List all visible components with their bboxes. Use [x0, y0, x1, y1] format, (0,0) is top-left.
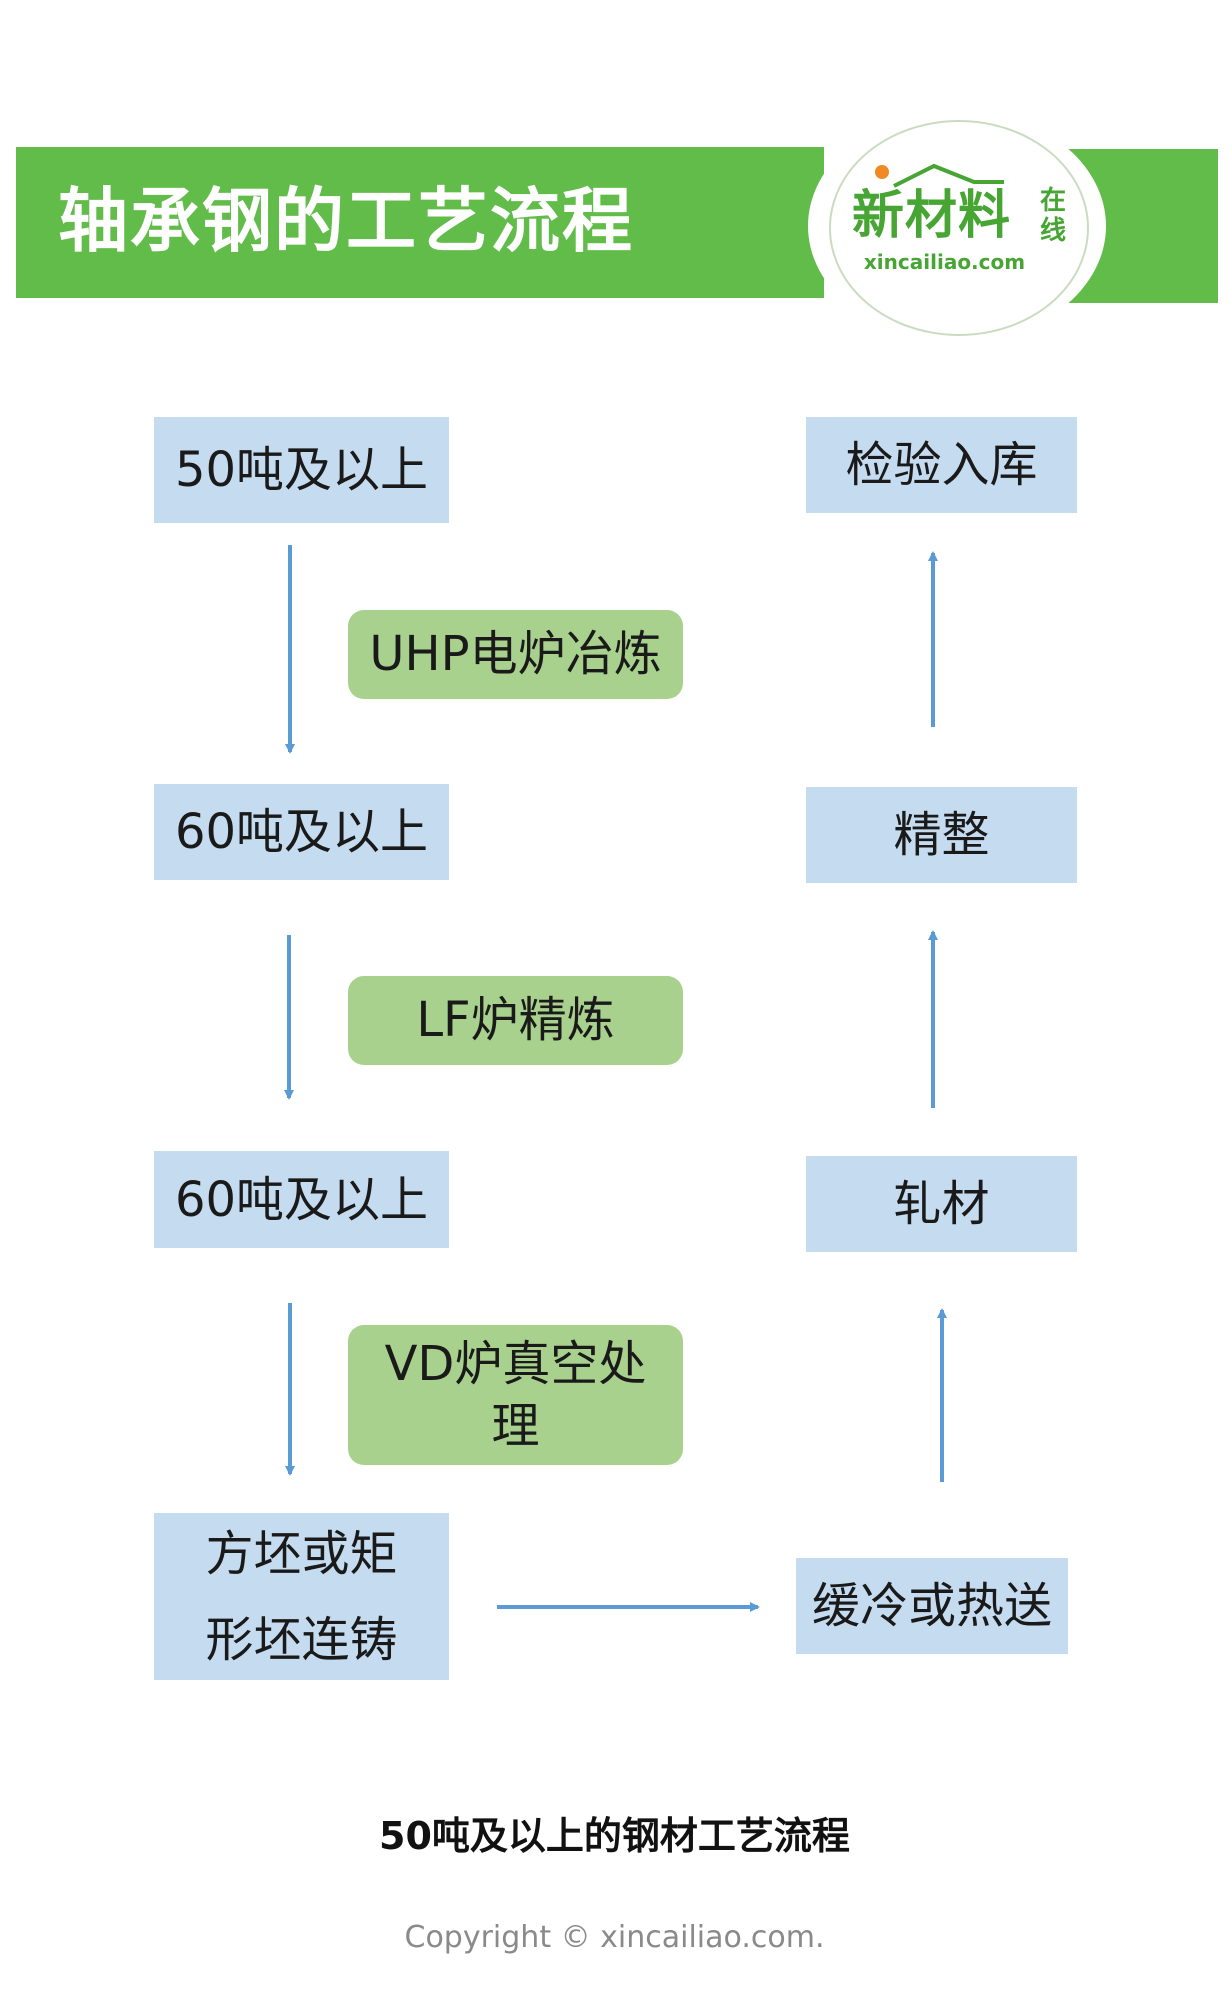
- logo-text: 新材料: [852, 186, 1012, 246]
- step-label: 60吨及以上: [174, 1171, 429, 1228]
- step-box-8: 缓冷或热送: [796, 1558, 1068, 1654]
- operation-box-3: VD炉真空处理: [348, 1325, 683, 1465]
- house-roof-icon: [875, 163, 1004, 188]
- step-box-6: 精整: [806, 787, 1077, 883]
- logo-side-text: 在线: [1039, 186, 1066, 246]
- step-label: 方坯或矩形坯连铸: [205, 1525, 398, 1668]
- step-box-3: 60吨及以上: [154, 1151, 449, 1248]
- operation-box-1: UHP电炉冶炼: [348, 610, 683, 699]
- step-label: 60吨及以上: [174, 804, 429, 860]
- step-box-7: 轧材: [806, 1156, 1077, 1252]
- header-banner: [16, 147, 824, 298]
- step-label: 轧材: [893, 1176, 990, 1232]
- step-box-4: 方坯或矩形坯连铸: [154, 1513, 449, 1680]
- logo-url: xincailiao.com: [863, 250, 1026, 274]
- copyright-text: Copyright © xincailiao.com.: [404, 1920, 825, 1955]
- operation-box-2: LF炉精炼: [348, 976, 683, 1065]
- operation-label: LF炉精炼: [416, 992, 615, 1049]
- step-label: 精整: [893, 807, 990, 863]
- logo: [829, 120, 1089, 336]
- step-box-2: 60吨及以上: [154, 784, 449, 880]
- step-box-5: 检验入库: [806, 417, 1077, 513]
- step-label: 检验入库: [845, 437, 1038, 493]
- page-title: 轴承钢的工艺流程: [58, 180, 634, 262]
- step-box-1: 50吨及以上: [154, 417, 449, 523]
- diagram-caption: 50吨及以上的钢材工艺流程: [379, 1814, 850, 1858]
- operation-label: VD炉真空处理: [384, 1335, 647, 1454]
- step-label: 50吨及以上: [174, 442, 429, 498]
- step-label: 缓冷或热送: [811, 1578, 1052, 1634]
- operation-label: UHP电炉冶炼: [369, 626, 662, 683]
